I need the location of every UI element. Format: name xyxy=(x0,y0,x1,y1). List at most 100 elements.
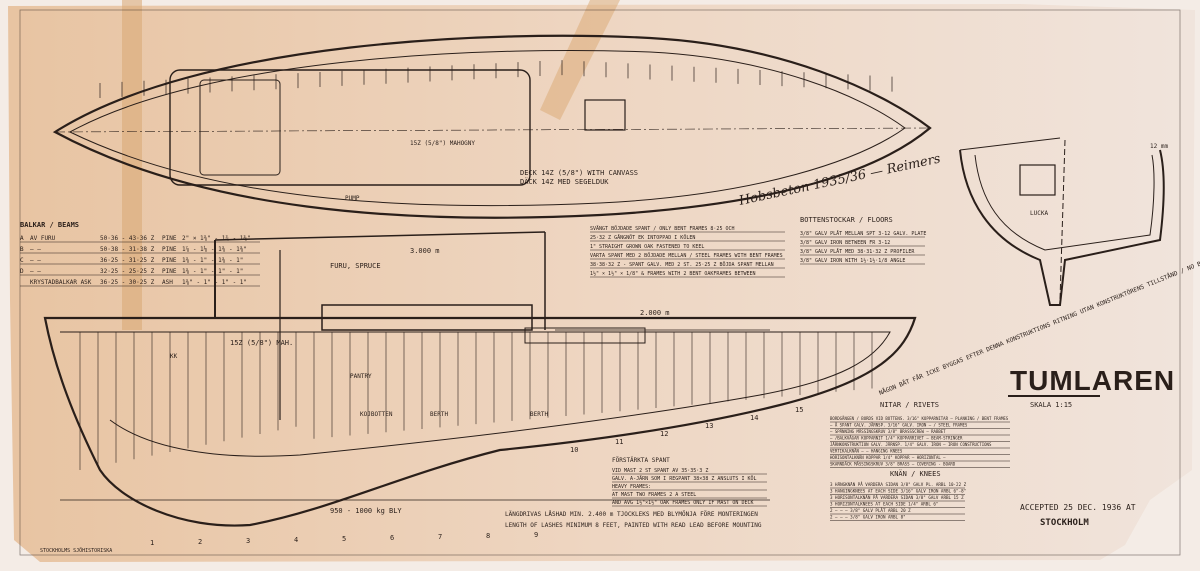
beam-note: AV FURU xyxy=(30,235,56,242)
station-number: 14 xyxy=(750,414,758,422)
rivet-row: — /BALKVÄGAR KOPPARNIT 1/4" KOPPARRIVET … xyxy=(830,436,963,441)
mast-dimension: 3.000 m xyxy=(410,247,440,255)
rivets-table: NITAR / RIVETS BORDGÅNGEN / BORDS VID BO… xyxy=(830,401,1010,468)
place-label: STOCKHOLM xyxy=(1040,518,1089,528)
floors-heading: BOTTENSTOCKAR / FLOORS xyxy=(800,216,893,224)
floor-row: 3/8" GALV PLÅT MED 38·31·32 Z PROFILER xyxy=(800,248,915,255)
rivet-row: BORDGÅNGEN / BORDS VID BOTTENS. 3/16" KO… xyxy=(830,416,1009,421)
frame-note: VARTA SPANT MED 2 BÖJDADE MELLAN / STEEL… xyxy=(590,252,783,259)
beam-wood: ASH xyxy=(162,279,173,286)
berth-label-2: BERTH xyxy=(530,411,548,418)
knee-row: 3 HORISONTALKNÄN PÅ VARDERA SIDAN 3/8" G… xyxy=(830,495,964,500)
beam-dims: 50·36 - 43·36 Z xyxy=(100,235,155,242)
station-number: 12 xyxy=(660,430,668,438)
beam-id: A xyxy=(20,235,24,242)
berth-label: BERTH xyxy=(430,411,448,418)
station-number: 15 xyxy=(795,406,803,414)
kojbotten-label: KOJBOTTEN xyxy=(360,411,393,418)
boom-dimension: 2.000 m xyxy=(640,309,670,317)
accepted-note: ACCEPTED 25 DEC. 1936 AT xyxy=(1020,503,1136,512)
beam-dims: 36·25 - 31·25 Z xyxy=(100,257,155,264)
frame-notes-heading: FÖRSTÄRKTA SPANT xyxy=(612,457,670,464)
beam-note: — — xyxy=(30,257,41,264)
station-number: 7 xyxy=(438,533,442,541)
beam-note: — — xyxy=(30,268,41,275)
rivet-row: SKARNDÄCK MÄSSINGSKRUV 3/8" BRASS — COVE… xyxy=(830,462,956,467)
rivet-row: — SPÄNNING MÄSSINGSKRUV 3/8" BRASSSCREW … xyxy=(830,429,946,434)
frame-note-row: AND AVG 1½"×1½" OAK FRAMES ONLY IF MAST … xyxy=(612,499,753,506)
station-number: 1 xyxy=(150,539,154,547)
beam-wood: PINE xyxy=(162,257,177,264)
beam-note: — — xyxy=(30,246,41,253)
beam-note: KRYSTADBALKAR ASK xyxy=(30,279,92,286)
frame-note: 38·38·32 Z - SPANT GALV. MED 2 ST. 25·25… xyxy=(590,261,774,268)
station-number: 8 xyxy=(486,532,490,540)
beam-wood: PINE xyxy=(162,235,177,242)
frame-note: 1" STRAIGHT GROWN OAK FASTENED TO KEEL xyxy=(590,244,704,250)
mahogany-label: 15Z (5/8") MAHOGNY xyxy=(410,140,475,147)
drawing-title: TUMLAREN xyxy=(1010,365,1175,396)
station-number: 4 xyxy=(294,536,298,544)
floor-row: 3/8" GALV IRON BETWEEN FR 3-12 xyxy=(800,240,890,246)
beam-id: C xyxy=(20,257,24,264)
beam-size: 1⅜ - 1" - 1" - 1" xyxy=(182,268,243,275)
spruce-label: FURU, SPRUCE xyxy=(330,262,381,270)
pantry-label: PANTRY xyxy=(350,373,372,380)
floors-table: BOTTENSTOCKAR / FLOORS 3/8" GALV PLÅT ME… xyxy=(800,216,926,265)
frame-note: 25·32 Z GÅNGNÖT EK INTOPPAD I KÖLEN xyxy=(590,234,695,241)
pump-label: PUMP xyxy=(345,195,360,202)
heavy-frames-notes: FÖRSTÄRKTA SPANT VID MAST 2 ST SPANT AV … xyxy=(505,457,767,529)
frame-note-row: VID MAST 2 ST SPANT AV 35·35·3 Z xyxy=(612,468,708,474)
deck-label: DECK 14Z (5/8") WITH CANVASS xyxy=(520,169,638,177)
knee-row: 3 HORIZONTALKNEES AT EACH SIDE 1/4" ARBL… xyxy=(830,502,938,507)
rivet-row: JÄRNKONSTRUKTION GALV. JÄRNSP. 1/4" GALV… xyxy=(830,442,992,447)
knees-heading: KNÄN / KNEES xyxy=(890,469,941,478)
beam-dims: 50·38 - 31·38 Z xyxy=(100,246,155,253)
cabin-label: 15Z (5/8") MAH. xyxy=(230,339,293,347)
beam-dims: 32·25 - 25·25 Z xyxy=(100,268,155,275)
beam-dims: 36·25 - 30·25 Z xyxy=(100,279,155,286)
rivet-row: HORISONTALKNÄN KOPPAR 1/4" KOPPAR — HORI… xyxy=(830,455,946,460)
knee-row: 2 — — — 3/8" GALV PLÅT ARBL 20 Z xyxy=(830,508,911,513)
ballast-label: 950 - 1000 kg BLY xyxy=(330,507,402,515)
hatch-label: LUCKA xyxy=(1030,210,1048,217)
knees-table: KNÄN / KNEES 3 HÄNGKNÄN PÅ VARDERA SIDAN… xyxy=(830,469,967,521)
kk-label: KK xyxy=(170,353,178,360)
knee-row: 3 HÄNGKNÄN PÅ VARDERA SIDAN 3/8" GALV PL… xyxy=(830,482,967,487)
beam-id: D xyxy=(20,268,24,275)
lashing-note-sv: LÄNGDRIVAS LÅSHAD MIN. 2.400 m TJOCKLEKS… xyxy=(505,511,758,518)
frame-note: SVÄNGT BÖJDADE SPANT / ONLY BENT FRAMES … xyxy=(590,225,735,232)
floor-row: 3/8" GALV PLÅT MELLAN SPT 3-12 GALV. PLA… xyxy=(800,230,926,237)
rivet-row: VERTIKALKNÄN — — HANGING KNEES xyxy=(830,449,903,454)
station-number: 9 xyxy=(534,531,538,539)
station-number: 2 xyxy=(198,538,202,546)
deck-label-sv: DÄCK 14Z MED SEGELDUK xyxy=(520,177,609,186)
station-number: 6 xyxy=(390,534,394,542)
paper-sheet xyxy=(8,4,1195,562)
tape-strip xyxy=(540,0,620,120)
lashing-note-en: LENGTH OF LASHES MINIMUM 8 FEET, PAINTED… xyxy=(505,522,762,529)
beam-wood: PINE xyxy=(162,246,177,253)
plan-view: DECK 14Z (5/8") WITH CANVASS DÄCK 14Z ME… xyxy=(52,34,932,219)
rivets-heading: NITAR / RIVETS xyxy=(880,401,939,409)
profile-view: FURU, SPRUCE 3.000 m 2.000 m 15Z (5/8") … xyxy=(43,231,917,547)
floor-row: 3/8" GALV IRON WITH 1½·1½·1/8 ANGLE xyxy=(800,257,905,264)
knee-row: 3 HANGINGKNEES AT EACH SIDE 3/16" GALV I… xyxy=(830,489,966,494)
beams-heading: BALKAR / BEAMS xyxy=(20,221,79,229)
beam-size: 2" × 1⅜" - 1¾ - 1⅜" xyxy=(182,235,251,242)
archive-stamp: STOCKHOLMS SJÖHISTORISKA xyxy=(40,547,112,554)
frame-note-row: GALV. A-JÄRN SOM I REGPANT 38×38 Z ANSLU… xyxy=(612,475,757,482)
frame-note-row: HEAVY FRAMES: xyxy=(612,484,651,490)
knee-row: 2 — — — 3/8" GALV IRON ARBL 8" xyxy=(830,515,906,520)
frame-note: 1½" × 1½" × 1/8" & FRAMES WITH 2 BENT OA… xyxy=(590,270,756,277)
beam-wood: PINE xyxy=(162,268,177,275)
station-number: 10 xyxy=(570,446,578,454)
scale-label: SKALA 1:15 xyxy=(1030,401,1072,409)
beam-size: 1⅜ - 1" - 1⅜ - 1" xyxy=(182,257,243,264)
border-line xyxy=(19,9,1181,556)
section-dim: 12 mm xyxy=(1150,143,1168,150)
frame-note-row: AT MAST TWO FRAMES 2 A STEEL xyxy=(612,492,696,498)
station-number: 5 xyxy=(342,535,346,543)
station-number: 3 xyxy=(246,537,250,545)
